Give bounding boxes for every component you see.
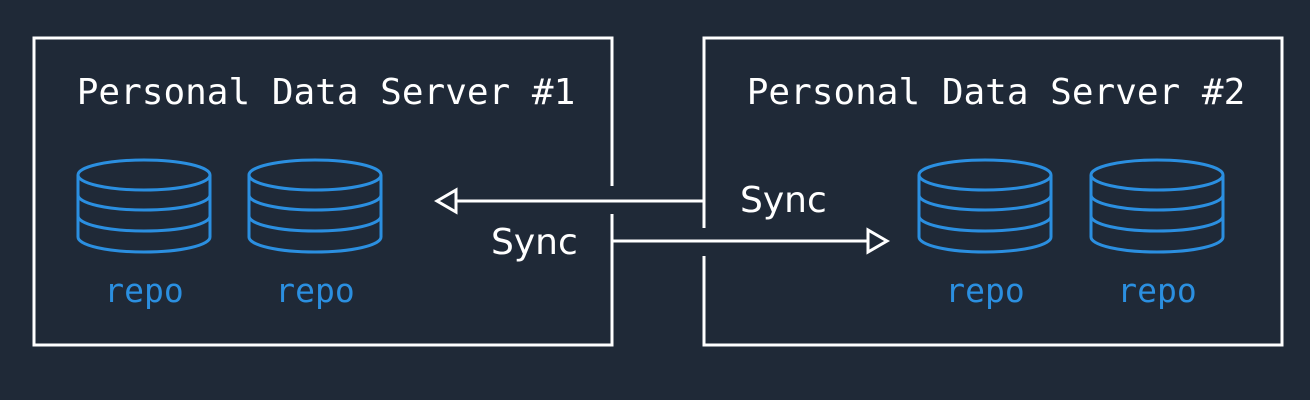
database-icon (917, 158, 1053, 254)
server-box-2: Personal Data Server #2 repo repo (702, 36, 1284, 347)
arrowhead-icon (434, 187, 458, 215)
repo-1-2: repo (247, 158, 383, 310)
sync-label: Sync (491, 222, 578, 263)
repo-label: repo (275, 271, 354, 310)
repo-2-2: repo (1089, 158, 1225, 310)
server-title-2: Personal Data Server #2 (747, 72, 1246, 113)
repo-label: repo (945, 271, 1024, 310)
database-icon (247, 158, 383, 254)
sync-arrow-to-server-2: Sync (491, 222, 890, 263)
database-icon (1089, 158, 1225, 254)
repo-2-1: repo (917, 158, 1053, 310)
sync-arrow-to-server-1: Sync (434, 180, 827, 221)
sync-label: Sync (740, 180, 827, 221)
database-icon (76, 158, 212, 254)
server-title-1: Personal Data Server #1 (77, 72, 576, 113)
repo-1-1: repo (76, 158, 212, 310)
server-box-1: Personal Data Server #1 repo repo (32, 36, 614, 347)
repo-label: repo (104, 271, 183, 310)
server-border-2 (702, 36, 1284, 347)
arrowhead-icon (866, 227, 890, 255)
repo-label: repo (1117, 271, 1196, 310)
